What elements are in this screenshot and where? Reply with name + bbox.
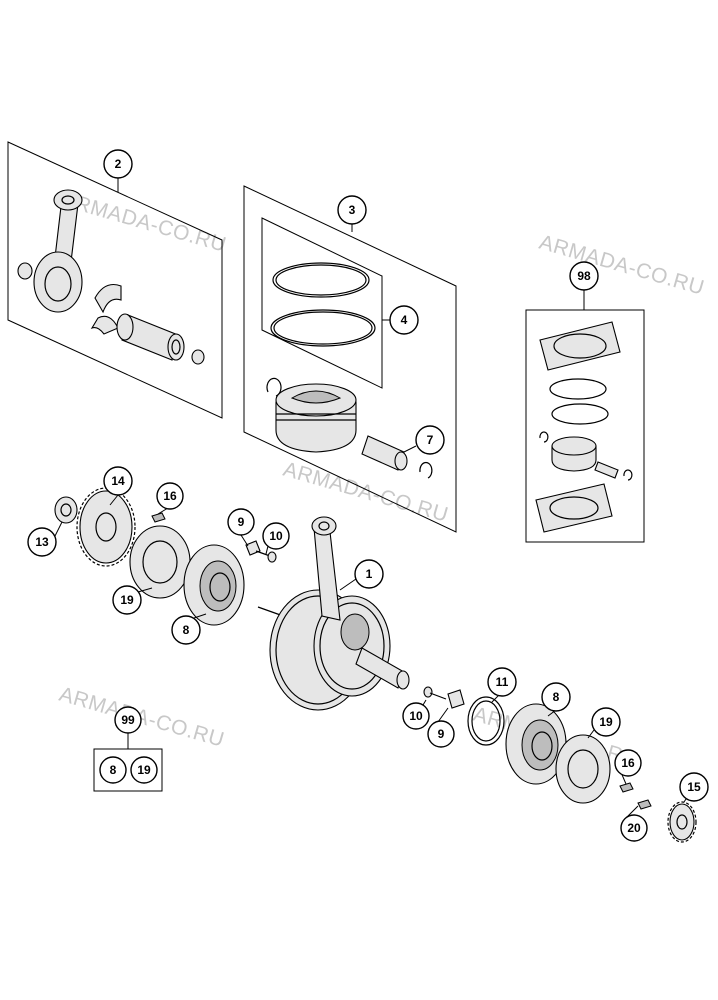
svg-text:20: 20	[627, 821, 641, 835]
callout-14: 14	[103, 466, 133, 496]
callout-7: 7	[415, 425, 445, 455]
piston	[275, 383, 357, 453]
callout-4: 4	[389, 305, 419, 335]
small-bearing-right	[191, 349, 205, 365]
svg-text:9: 9	[438, 727, 445, 741]
callout-20: 20	[620, 814, 648, 842]
bearing-shell-2	[90, 315, 119, 335]
svg-text:8: 8	[183, 623, 190, 637]
svg-text:99: 99	[121, 713, 135, 727]
callout-19-kit: 19	[130, 756, 158, 784]
piston-ring-bottom	[270, 309, 376, 347]
svg-text:7: 7	[427, 433, 434, 447]
screw-10b	[423, 686, 447, 700]
svg-text:3: 3	[349, 203, 356, 217]
piston-pin-2	[361, 435, 408, 471]
svg-text:15: 15	[687, 780, 701, 794]
callout-10b: 10	[402, 702, 430, 730]
callout-9b: 9	[427, 720, 455, 748]
callout-1: 1	[354, 559, 384, 589]
svg-text:2: 2	[115, 157, 122, 171]
callout-16a: 16	[156, 482, 184, 510]
svg-text:16: 16	[621, 756, 635, 770]
svg-text:9: 9	[238, 515, 245, 529]
callout-15: 15	[679, 772, 709, 802]
crankshaft	[269, 516, 410, 711]
screw-10a	[255, 550, 277, 563]
callout-2: 2	[103, 149, 133, 179]
callout-11: 11	[487, 667, 517, 697]
callout-13: 13	[27, 527, 57, 557]
svg-text:8: 8	[110, 763, 117, 777]
callout-16b: 16	[614, 749, 642, 777]
key-16b	[619, 782, 634, 793]
conrod-kit-panel	[7, 141, 223, 419]
crank-gear	[76, 487, 136, 567]
key-16a	[151, 512, 166, 523]
washer-right	[555, 734, 611, 804]
connecting-rod	[33, 189, 83, 313]
watermark: ARMADA-CO.RU	[59, 188, 229, 257]
svg-text:10: 10	[409, 709, 423, 723]
svg-text:19: 19	[137, 763, 151, 777]
bearing-kit-panel	[93, 733, 163, 792]
callout-3: 3	[337, 195, 367, 225]
callout-99: 99	[114, 706, 142, 734]
gear-15	[667, 801, 697, 843]
piston-pin	[116, 313, 185, 361]
small-piston	[551, 436, 597, 472]
clip-9b	[447, 689, 465, 709]
svg-text:19: 19	[120, 593, 134, 607]
callout-8b: 8	[541, 682, 571, 712]
circlip-right	[419, 461, 433, 479]
ring-small-2	[551, 403, 609, 425]
base-gasket	[535, 483, 613, 533]
callout-19b: 19	[591, 707, 621, 737]
callout-10a: 10	[262, 522, 290, 550]
piston-kit-panel	[243, 185, 457, 533]
svg-text:13: 13	[35, 535, 49, 549]
svg-text:14: 14	[111, 474, 125, 488]
svg-text:10: 10	[269, 529, 283, 543]
svg-text:19: 19	[599, 715, 613, 729]
svg-text:98: 98	[577, 269, 591, 283]
clip-9a	[245, 540, 261, 556]
svg-text:4: 4	[401, 313, 408, 327]
head-gasket	[539, 321, 621, 371]
callout-8-kit: 8	[99, 756, 127, 784]
nut	[54, 496, 78, 524]
cylinder-kit-panel	[525, 290, 645, 543]
svg-text:11: 11	[496, 675, 509, 689]
watermark: ARMADA-CO.RU	[57, 683, 227, 752]
callout-19a: 19	[112, 585, 142, 615]
watermark: ARMADA-CO.RU	[537, 231, 707, 300]
bearing-right	[505, 703, 567, 785]
oring-11	[467, 696, 505, 746]
svg-text:16: 16	[163, 489, 177, 503]
small-bearing-left	[17, 262, 33, 280]
callout-9a: 9	[227, 508, 255, 536]
bearing-shell	[94, 283, 122, 314]
watermark: ARMADA-CO.RU	[281, 458, 451, 527]
callout-98: 98	[569, 261, 599, 291]
svg-text:8: 8	[553, 690, 560, 704]
callout-8a: 8	[171, 615, 201, 645]
bearing-left	[183, 544, 245, 626]
svg-text:1: 1	[366, 567, 373, 581]
piston-ring-top	[272, 262, 370, 298]
key-20	[637, 799, 652, 810]
ring-small-1	[549, 378, 607, 400]
washer-left	[129, 525, 191, 599]
small-pin	[594, 461, 619, 479]
